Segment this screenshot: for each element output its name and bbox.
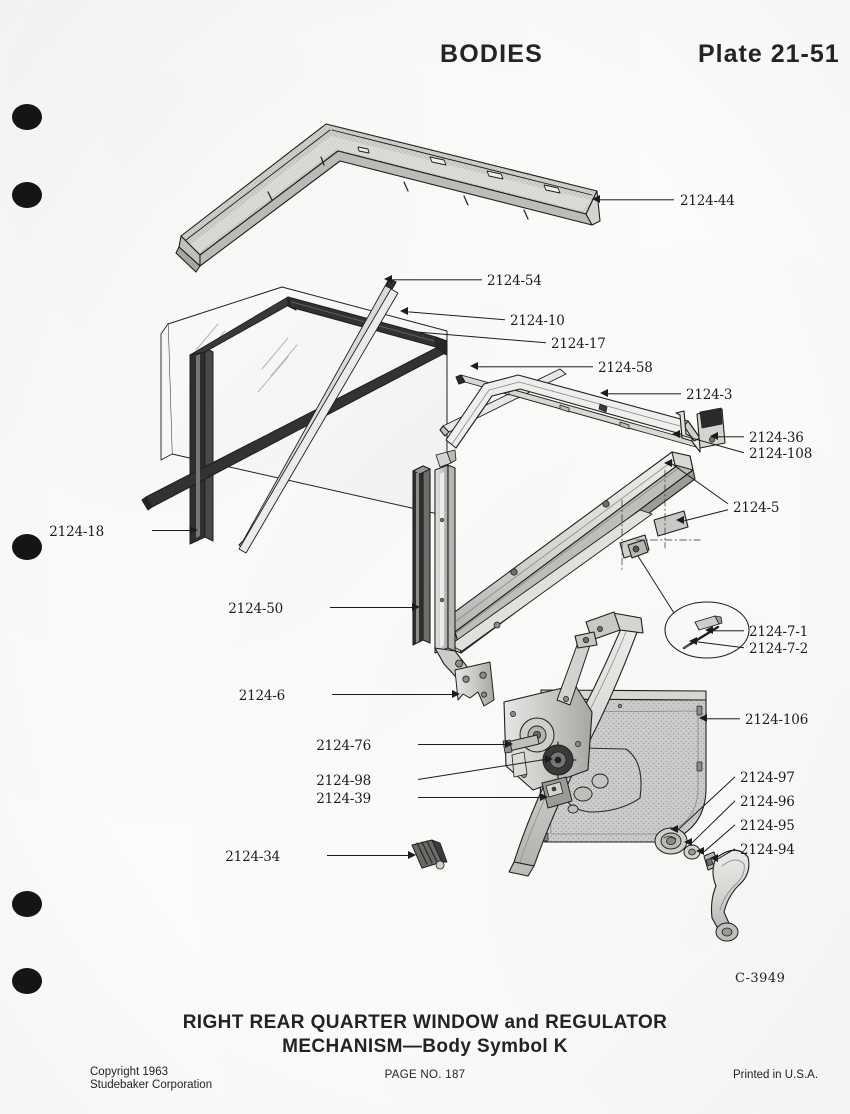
callout-label-2124-10: 2124-10 xyxy=(510,313,565,329)
leader-2124-54-arrowhead xyxy=(384,275,392,283)
leader-2124-3 xyxy=(608,393,681,395)
callout-label-2124-39: 2124-39 xyxy=(316,791,371,807)
leader-2124-6-arrowhead xyxy=(452,690,460,698)
callout-label-2124-5: 2124-5 xyxy=(733,500,780,516)
part-2124-6-bracket xyxy=(454,661,495,707)
callout-label-2124-44: 2124-44 xyxy=(680,193,735,209)
part-2124-34-roller-bushing xyxy=(411,839,448,870)
page-number: PAGE NO. 187 xyxy=(384,1069,466,1081)
punch-hole-4 xyxy=(12,891,42,917)
leader-2124-50 xyxy=(330,607,412,609)
callout-label-2124-36: 2124-36 xyxy=(749,430,804,446)
leader-2124-95-arrowhead xyxy=(696,847,704,855)
leader-2124-106-arrowhead xyxy=(699,714,707,722)
callout-label-2124-97: 2124-97 xyxy=(740,770,795,786)
leader-2124-3-arrowhead xyxy=(600,389,608,397)
leader-2124-5b-arrowhead xyxy=(676,516,684,524)
leader-2124-36 xyxy=(718,436,744,438)
leader-2124-36-arrowhead xyxy=(710,432,718,440)
part-2124-94-regulator-handle xyxy=(710,849,750,942)
callout-label-2124-98: 2124-98 xyxy=(316,773,371,789)
leader-2124-34 xyxy=(327,855,408,857)
leader-2124-76 xyxy=(418,744,505,746)
part-2124-10-upper-rod xyxy=(238,288,399,554)
part-2124-3-weatherstrip xyxy=(445,374,701,453)
leader-2124-18 xyxy=(152,530,190,532)
punch-hole-5 xyxy=(12,968,42,994)
leader-2124-54 xyxy=(392,279,482,281)
leader-2124-39 xyxy=(418,797,540,799)
punch-hole-2 xyxy=(12,182,42,208)
copyright-line1: Copyright 1963 xyxy=(90,1066,168,1078)
leader-2124-7-1 xyxy=(713,630,744,632)
leader-2124-44 xyxy=(600,199,674,201)
part-2124-5-sash-channel xyxy=(436,451,701,654)
leader-2124-34-arrowhead xyxy=(408,851,416,859)
leader-2124-97-arrowhead xyxy=(670,825,678,833)
leader-2124-98-arrowhead xyxy=(545,755,553,763)
callout-label-2124-18: 2124-18 xyxy=(49,524,104,540)
plate-number-title: Plate 21-51 xyxy=(698,40,840,68)
part-2124-97-escutcheon xyxy=(654,827,688,855)
callout-label-2124-54: 2124-54 xyxy=(487,273,542,289)
callout-label-2124-106: 2124-106 xyxy=(745,712,809,728)
callout-label-2124-3: 2124-3 xyxy=(686,387,733,403)
leader-2124-96-arrowhead xyxy=(684,838,692,846)
callout-label-2124-58: 2124-58 xyxy=(598,360,653,376)
figure-title-line2: MECHANISM—Body Symbol K xyxy=(282,1036,568,1057)
part-2124-36-bumper-bracket xyxy=(675,407,726,449)
part-2124-44-upper-garnish xyxy=(175,123,601,273)
callout-label-2124-34: 2124-34 xyxy=(225,849,280,865)
part-2124-98-sector-gear xyxy=(539,741,577,779)
leader-2124-76-arrowhead xyxy=(505,740,513,748)
callout-label-2124-7-2: 2124-7-2 xyxy=(749,641,809,657)
callout-label-2124-7-1: 2124-7-1 xyxy=(749,624,809,640)
callout-label-2124-96: 2124-96 xyxy=(740,794,795,810)
leader-2124-7-1-arrowhead xyxy=(705,626,713,634)
callout-label-2124-76: 2124-76 xyxy=(316,738,371,754)
leader-2124-106 xyxy=(707,718,740,720)
leader-2124-10-arrowhead xyxy=(400,307,408,315)
part-run-channel-strip xyxy=(434,449,469,677)
callout-label-2124-94: 2124-94 xyxy=(740,842,795,858)
part-2124-39-clip xyxy=(541,776,573,809)
callout-label-2124-108: 2124-108 xyxy=(749,446,813,462)
leader-2124-7-2-arrowhead xyxy=(689,637,697,645)
leader-2124-108-arrowhead xyxy=(672,430,680,438)
leader-2124-50-arrowhead xyxy=(412,603,420,611)
part-2124-18-glass-run-weatherstrip xyxy=(141,296,448,545)
drawing-code: C-3949 xyxy=(735,971,786,986)
leader-2124-18-arrowhead xyxy=(190,526,198,534)
part-2124-50-division-channel xyxy=(412,465,431,646)
callout-label-2124-17: 2124-17 xyxy=(551,336,606,352)
leader-2124-5a-arrowhead xyxy=(664,459,672,467)
leader-2124-39-arrowhead xyxy=(540,793,548,801)
callout-label-2124-50: 2124-50 xyxy=(228,601,283,617)
printed-in-label: Printed in U.S.A. xyxy=(733,1069,819,1081)
leader-2124-6 xyxy=(332,694,452,696)
leader-2124-58 xyxy=(478,366,593,368)
leader-2124-44-arrowhead xyxy=(592,195,600,203)
punch-hole-3 xyxy=(12,534,42,560)
callout-label-2124-95: 2124-95 xyxy=(740,818,795,834)
page-section-title: BODIES xyxy=(440,40,544,68)
leader-2124-58-arrowhead xyxy=(470,362,478,370)
punch-hole-1 xyxy=(12,104,42,130)
leader-2124-94-arrowhead xyxy=(710,854,718,862)
callout-label-2124-6: 2124-6 xyxy=(238,688,286,704)
copyright-line2: Studebaker Corporation xyxy=(90,1079,213,1091)
figure-title-line1: RIGHT REAR QUARTER WINDOW and REGULATOR xyxy=(182,1012,668,1033)
